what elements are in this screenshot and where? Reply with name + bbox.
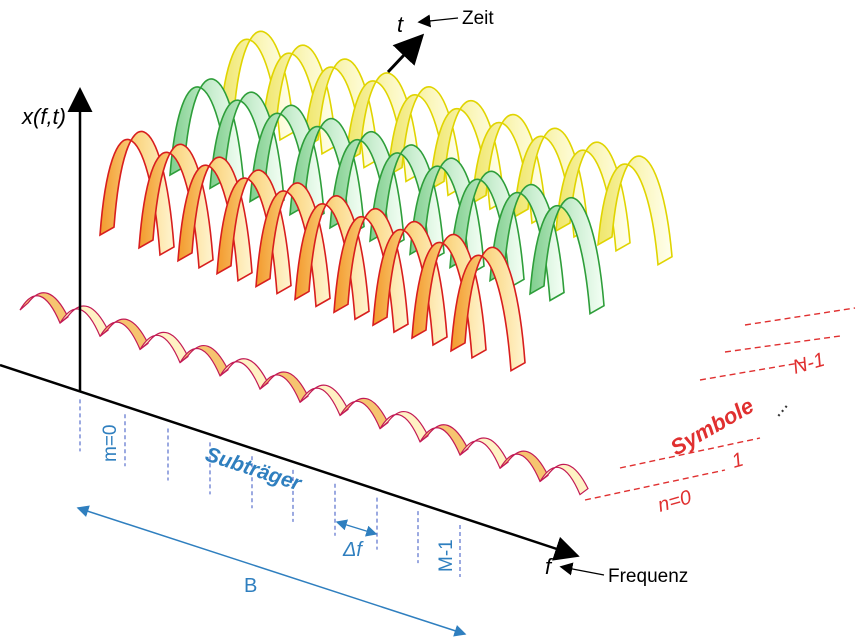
guide-line-nlast bbox=[744, 307, 856, 326]
m0-label: m=0 bbox=[100, 425, 121, 463]
side-lobe bbox=[19, 292, 69, 324]
side-lobe bbox=[139, 331, 189, 364]
waveform-row-mid bbox=[169, 78, 605, 316]
waveform-row-mid-lobe bbox=[289, 117, 365, 236]
waveform-row-front-lobe bbox=[99, 130, 175, 257]
side-lobe bbox=[99, 318, 149, 351]
amplitude-label: x(f,t) bbox=[21, 104, 66, 129]
subcarrier-markers bbox=[79, 399, 461, 577]
waveform-row-back-lobe bbox=[555, 141, 631, 253]
side-lobe bbox=[179, 345, 229, 377]
zeit-label: Zeit bbox=[462, 8, 494, 29]
m-last-label: M-1 bbox=[436, 539, 457, 572]
waveform-row-mid-lobe bbox=[529, 197, 605, 316]
n0-label: n=0 bbox=[655, 486, 694, 517]
time-axis bbox=[386, 33, 425, 74]
waveform-row-back-lobe bbox=[597, 155, 673, 266]
n1-label: 1 bbox=[729, 449, 746, 473]
frequency-variable-label: f bbox=[545, 554, 554, 579]
subcarrier-label: Subträger bbox=[202, 443, 305, 496]
guide-line-n0 bbox=[584, 469, 726, 501]
guide-line-dots-2 bbox=[724, 335, 841, 353]
side-lobe bbox=[419, 424, 469, 456]
delta-f-label: Δf bbox=[342, 539, 364, 561]
delta-f-arrow bbox=[335, 519, 378, 537]
waveform-rows bbox=[19, 30, 673, 496]
waveform-row-mid-lobe bbox=[369, 144, 445, 263]
waveform-row-mid-lobe bbox=[249, 104, 325, 223]
symbols-label: Symbole bbox=[666, 393, 758, 461]
frequenz-label: Frequenz bbox=[608, 566, 688, 587]
guide-line-dots-1 bbox=[699, 361, 806, 381]
side-lobe bbox=[539, 463, 589, 496]
bandwidth-arrow bbox=[76, 505, 467, 637]
zeit-pointer bbox=[417, 14, 459, 28]
side-lobes bbox=[19, 292, 589, 496]
side-lobe bbox=[379, 411, 429, 443]
side-lobe bbox=[339, 397, 389, 430]
waveform-row-mid-lobe bbox=[449, 170, 525, 289]
symbol-dots-label: ... bbox=[765, 394, 793, 421]
side-lobe bbox=[219, 358, 269, 390]
waveform-row-mid-lobe bbox=[409, 157, 485, 276]
side-lobe bbox=[459, 437, 509, 470]
waveform-row-front-lobe bbox=[450, 246, 526, 373]
guide-line-n1 bbox=[619, 437, 761, 469]
bandwidth-label: B bbox=[244, 575, 257, 597]
symbol-guide-lines bbox=[584, 307, 856, 501]
side-lobe bbox=[499, 450, 549, 483]
n-last-label: N-1 bbox=[790, 349, 827, 379]
side-lobe bbox=[299, 384, 349, 417]
waveform-row-back bbox=[219, 30, 673, 266]
side-lobe bbox=[59, 305, 109, 338]
waveform-row-mid-lobe bbox=[329, 131, 405, 250]
waveform-row-mid-lobe bbox=[489, 183, 565, 302]
waveform-row-front bbox=[99, 130, 526, 373]
frequenz-pointer bbox=[559, 562, 605, 576]
side-lobe bbox=[259, 371, 309, 404]
frequency-axis bbox=[0, 363, 580, 561]
time-variable-label: t bbox=[397, 12, 404, 37]
